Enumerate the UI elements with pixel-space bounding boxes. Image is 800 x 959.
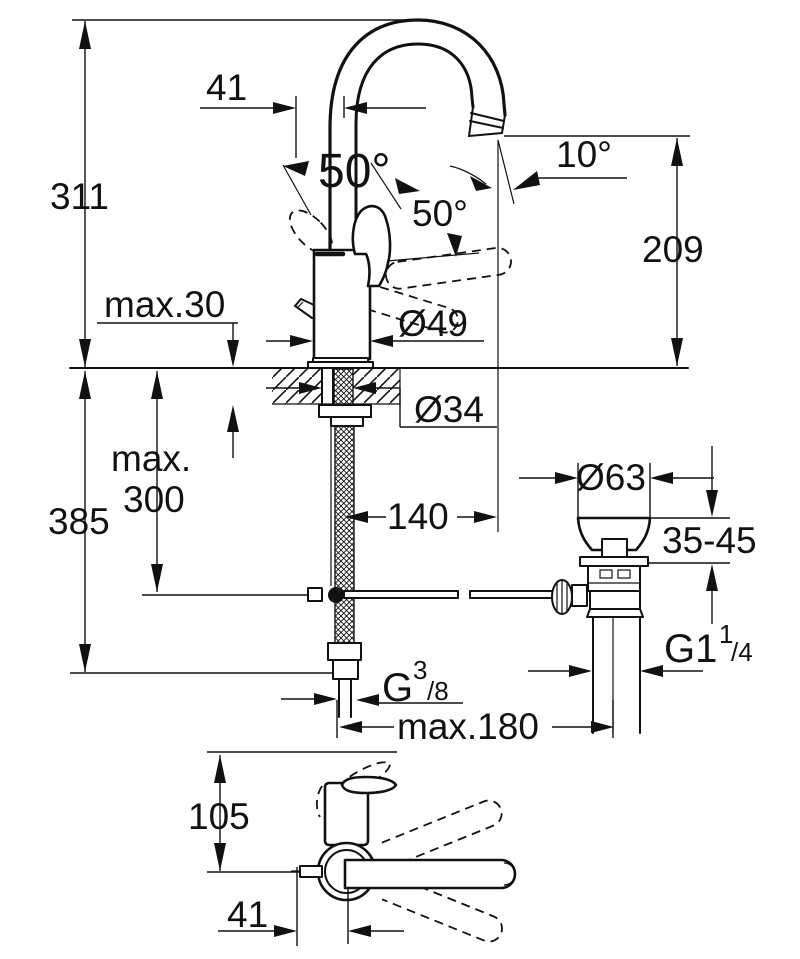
- horizontal-rod-right: [469, 590, 554, 599]
- mounting-nut-lower: [330, 416, 364, 427]
- plan-lever: [343, 858, 517, 890]
- dim-50-open-label: 50°: [412, 193, 468, 234]
- dim-g38-label: G: [382, 666, 413, 710]
- pop-up-knob-side: [293, 297, 315, 319]
- lever-handle: [351, 204, 392, 288]
- drain-shoulder: [586, 608, 644, 618]
- supply-hose: [330, 425, 355, 644]
- dim-g114: G1 1 /4: [528, 619, 753, 677]
- spout-dashed-swivel-left: [315, 785, 323, 818]
- dim-140-label: 140: [387, 496, 449, 537]
- dim-g38: G 3 /8: [281, 655, 463, 710]
- drain-flange-disc: [579, 556, 649, 567]
- dim-max300-label-1: max.: [111, 438, 191, 479]
- rod-end-fitting: [307, 587, 323, 602]
- dim-105-label: 105: [188, 796, 250, 837]
- dim-max30: max.30: [97, 284, 239, 458]
- dim-41-top-label: 41: [206, 67, 247, 108]
- dim-63: Ø63: [519, 457, 714, 518]
- dim-35-45: 35-45: [648, 446, 757, 624]
- pop-up-knob-detail: [296, 301, 304, 309]
- drain-assembly: [551, 516, 652, 734]
- drain-pin: [601, 538, 628, 559]
- dim-10-label: 10°: [556, 134, 612, 175]
- drain-slot-right: [617, 569, 631, 579]
- spout-dashed-swivel: [341, 761, 392, 793]
- stream-angle-line: [497, 139, 515, 205]
- g38-sup: 3: [413, 655, 427, 685]
- rod-clamp: [551, 579, 588, 615]
- dim-max180-label: max.180: [397, 706, 539, 747]
- mounting-nut: [318, 404, 372, 418]
- dim-41-bottom: 41: [218, 867, 404, 946]
- dim-49-label: Ø49: [398, 303, 468, 344]
- plan-spout: [340, 775, 398, 795]
- dim-209: 209: [642, 138, 704, 366]
- dim-385-label: 385: [48, 501, 110, 542]
- dim-209-label: 209: [642, 229, 704, 270]
- dim-385: 385: [48, 371, 110, 672]
- g114-base: G1: [664, 627, 717, 671]
- dim-105: 105: [188, 755, 250, 871]
- dim-34: Ø34: [266, 382, 497, 430]
- dim-41-bottom-label: 41: [227, 894, 268, 935]
- faucet-body: [312, 248, 372, 361]
- drain-lower-body: [589, 590, 641, 610]
- dim-max300-label-2: 300: [123, 479, 185, 520]
- dim-34-label: Ø34: [414, 389, 484, 430]
- angle-arc: [449, 165, 487, 185]
- dim-49: Ø49: [266, 303, 484, 347]
- g114-sub: /4: [731, 637, 753, 667]
- handle-dashed-open-position: [385, 246, 512, 290]
- dim-35-45-label: 35-45: [662, 520, 757, 561]
- plan-lever-dashed-up: [381, 799, 503, 868]
- drain-upper-body: [587, 565, 641, 592]
- spout-arch-outer: [328, 18, 507, 252]
- drain-slot-left: [599, 569, 613, 579]
- plan-lever-tip-detail: [503, 862, 516, 886]
- faucet-side-view: [288, 18, 554, 718]
- drain-flange-dome: [576, 516, 652, 552]
- g114-sup: 1: [719, 619, 733, 649]
- spout-aerator: [468, 106, 506, 137]
- mounting-shank: [318, 367, 372, 427]
- faucet-plan-view: [207, 751, 517, 943]
- plan-pop-up-knob: [299, 865, 323, 878]
- g38-base: G: [382, 666, 413, 710]
- dim-max30-label: max.30: [104, 284, 225, 325]
- dim-g114-label: G1: [664, 627, 717, 671]
- dim-10-degree: 10°: [449, 134, 627, 532]
- reference-lines: [69, 19, 690, 674]
- dim-max300: max. 300: [111, 371, 191, 592]
- dim-311-label: 311: [50, 176, 109, 217]
- g38-sub: /8: [427, 676, 449, 706]
- clamp-block: [571, 584, 588, 607]
- rod-ball-joint: [328, 587, 344, 603]
- g38-connector: [327, 642, 362, 718]
- base-plate: [307, 361, 374, 369]
- plan-lever-dashed-down: [381, 874, 503, 943]
- dim-50-handle-label: 50°: [318, 145, 391, 198]
- dim-41-top: 41: [200, 67, 426, 158]
- dim-50-handle: 50°: [282, 145, 420, 216]
- dim-140: 140: [345, 496, 497, 537]
- spout-arch-inner: [354, 42, 475, 252]
- dim-63-label: Ø63: [576, 457, 646, 498]
- horizontal-rod-left: [343, 590, 459, 599]
- dim-311: 311: [50, 21, 109, 367]
- dim-max180: max.180: [336, 700, 614, 747]
- dim-50-open: 50°: [386, 193, 480, 262]
